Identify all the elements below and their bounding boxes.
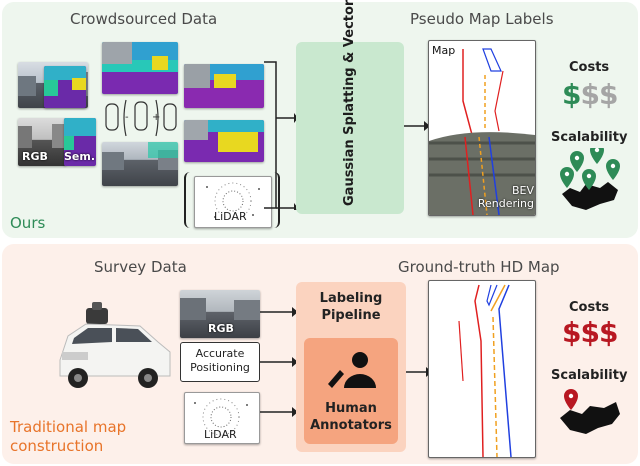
- survey-vehicle-image: [59, 302, 171, 388]
- lidar-label-bottom: LiDAR: [204, 428, 237, 441]
- top-input-connector: [264, 61, 298, 210]
- costs-dollars-top: $$$: [562, 78, 618, 111]
- pseudo-map-labels-title: Pseudo Map Labels: [410, 10, 554, 28]
- dollar-gray-top: $$: [580, 78, 618, 111]
- lidar-image-bottom: [184, 392, 260, 444]
- costs-dollars-bottom: $$$: [562, 316, 618, 349]
- scalability-map-icon-top: [560, 148, 620, 210]
- scalability-label-bottom: Scalability: [551, 368, 628, 383]
- lidar-label-top: LiDAR: [214, 210, 247, 223]
- rgb-image-bottom: [180, 290, 260, 338]
- bev-rendering-label: BEV Rendering: [477, 184, 534, 210]
- scalability-map-icon-bottom: [560, 389, 620, 434]
- car-camera-diagram: - +: [100, 96, 182, 140]
- ground-truth-hd-map-title: Ground-truth HD Map: [398, 258, 560, 276]
- semantic-image-center: [102, 42, 178, 94]
- stage-to-map-arrow: [404, 121, 430, 131]
- ours-tag: Ours: [10, 214, 46, 232]
- rgb-label-bottom: RGB: [208, 322, 234, 335]
- crowdsourced-data-title: Crowdsourced Data: [70, 10, 218, 28]
- bottom-input-arrows: [260, 307, 298, 417]
- survey-data-title: Survey Data: [94, 258, 187, 276]
- human-annotators-box: [304, 338, 398, 444]
- semantic-image-right-1: [184, 64, 264, 108]
- gaussian-splatting-label: Gaussian Splatting & Vectorization: [342, 0, 357, 206]
- annotator-person-icon: [328, 352, 376, 388]
- map-label: Map: [432, 44, 455, 57]
- lidar-image-top: [194, 176, 272, 228]
- dollar-green-top: $: [562, 78, 582, 111]
- lidar-bracket-top: [184, 172, 280, 228]
- pseudo-map-image: [428, 40, 536, 216]
- rgb-image-center: [102, 142, 178, 186]
- accurate-positioning-box: [180, 342, 260, 382]
- ground-truth-map-image: [428, 280, 536, 458]
- rgb-label-top: RGB: [22, 150, 48, 163]
- sem-label-top: Sem.: [64, 150, 96, 163]
- accurate-positioning-label: Accurate Positioning: [190, 347, 250, 374]
- labeling-pipeline-label: Labeling Pipeline: [319, 291, 383, 323]
- costs-label-top: Costs: [569, 60, 610, 75]
- rgb-image-gray: [18, 118, 66, 166]
- semantic-image-right-2: [184, 120, 264, 162]
- scalability-label-top: Scalability: [551, 130, 628, 145]
- gaussian-splatting-stage: [296, 42, 404, 214]
- costs-label-bottom: Costs: [569, 300, 610, 315]
- svg-text:-: -: [125, 112, 129, 123]
- map-label-text: Map: [432, 44, 456, 57]
- semantic-image-top: [44, 66, 86, 108]
- svg-text:+: +: [152, 112, 160, 123]
- human-annotators-label: Human Annotators: [310, 401, 392, 433]
- semantic-image-left: [64, 118, 96, 166]
- traditional-tag: Traditional map construction: [10, 418, 127, 455]
